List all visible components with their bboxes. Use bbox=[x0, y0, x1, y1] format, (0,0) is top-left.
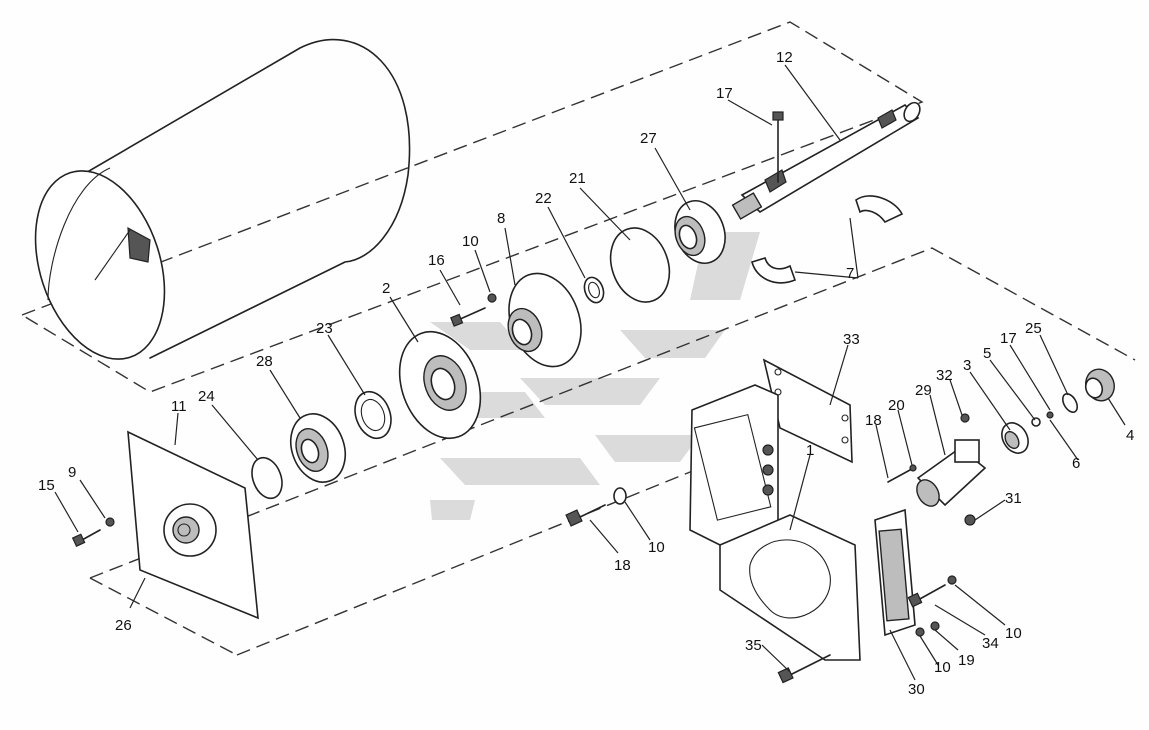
part-label: 25 bbox=[1025, 320, 1042, 337]
leader-lines bbox=[54, 64, 1126, 681]
dashed-assembly-lines bbox=[21, 21, 1136, 656]
part-label: 28 bbox=[256, 353, 273, 370]
part-label: 18 bbox=[865, 412, 882, 429]
part-label: 33 bbox=[843, 331, 860, 348]
part-label: 31 bbox=[1005, 490, 1022, 507]
part-label: 21 bbox=[569, 170, 586, 187]
part-label: 10 bbox=[934, 659, 951, 676]
washer-9 bbox=[105, 517, 115, 527]
part-label: 10 bbox=[648, 539, 665, 556]
washer-10-top bbox=[487, 293, 497, 303]
part-label: 6 bbox=[1072, 455, 1080, 472]
bolt-18 bbox=[565, 504, 606, 527]
bolt-35 bbox=[777, 654, 831, 684]
part-label: 11 bbox=[171, 398, 187, 415]
ring-23 bbox=[354, 390, 392, 440]
part-label: 5 bbox=[983, 345, 991, 362]
snap-ring-25 bbox=[1061, 393, 1079, 413]
end-plate-11 bbox=[127, 430, 259, 620]
washer-5 bbox=[1031, 417, 1041, 427]
washer-10-low bbox=[915, 627, 925, 637]
cap-4 bbox=[1084, 368, 1115, 402]
part-label: 17 bbox=[716, 85, 733, 102]
part-label: 8 bbox=[497, 210, 505, 227]
part-label: 24 bbox=[198, 388, 215, 405]
washer-10-right bbox=[947, 575, 957, 585]
part-label: 7 bbox=[846, 265, 854, 282]
half-ring-7 bbox=[751, 195, 904, 284]
drum-shell bbox=[34, 38, 411, 360]
part-label: 27 bbox=[640, 130, 657, 147]
part-labels: 12 17 27 21 22 8 10 16 2 23 28 24 11 9 1… bbox=[38, 49, 1134, 698]
bolt-15 bbox=[71, 529, 101, 548]
bolt-16 bbox=[450, 307, 486, 327]
part-label: 29 bbox=[915, 382, 932, 399]
part-label: 19 bbox=[958, 652, 975, 669]
bolt-34 bbox=[907, 584, 946, 608]
o-ring-21 bbox=[609, 227, 671, 303]
part-label: 15 bbox=[38, 477, 55, 494]
pin-6 bbox=[1046, 411, 1054, 419]
part-label: 3 bbox=[963, 357, 971, 374]
washer-20 bbox=[909, 464, 917, 472]
cover-plate-30 bbox=[874, 508, 916, 637]
part-label: 4 bbox=[1126, 427, 1134, 444]
part-label: 10 bbox=[462, 233, 479, 250]
part-label: 2 bbox=[382, 280, 390, 297]
part-label: 10 bbox=[1005, 625, 1022, 642]
part-label: 34 bbox=[982, 635, 999, 652]
part-label: 9 bbox=[68, 464, 76, 481]
shaft bbox=[731, 101, 921, 220]
bearing-28 bbox=[289, 413, 347, 483]
washer-10-mid bbox=[613, 487, 627, 505]
part-label: 22 bbox=[535, 190, 552, 207]
coupling-3 bbox=[1001, 422, 1029, 454]
part-label: 17 bbox=[1000, 330, 1017, 347]
snap-ring-24 bbox=[251, 456, 283, 500]
bolt-17 bbox=[772, 111, 784, 183]
part-label: 23 bbox=[316, 320, 333, 337]
part-label: 35 bbox=[745, 637, 762, 654]
frame-bracket-1 bbox=[689, 384, 861, 661]
part-label: 18 bbox=[614, 557, 631, 574]
hub-flange-8 bbox=[507, 272, 582, 368]
ring-22 bbox=[583, 276, 605, 304]
bearing-27 bbox=[674, 200, 726, 264]
part-label: 12 bbox=[776, 49, 793, 66]
part-label: 32 bbox=[936, 367, 953, 384]
flange-2 bbox=[398, 330, 482, 440]
nut-19 bbox=[930, 621, 940, 631]
part-label: 1 bbox=[806, 442, 814, 459]
part-label: 20 bbox=[888, 397, 905, 414]
hydraulic-motor-29 bbox=[916, 413, 987, 526]
part-label: 16 bbox=[428, 252, 445, 269]
part-label: 30 bbox=[908, 681, 925, 698]
bolt-14 bbox=[887, 469, 911, 483]
part-label: 26 bbox=[115, 617, 132, 634]
